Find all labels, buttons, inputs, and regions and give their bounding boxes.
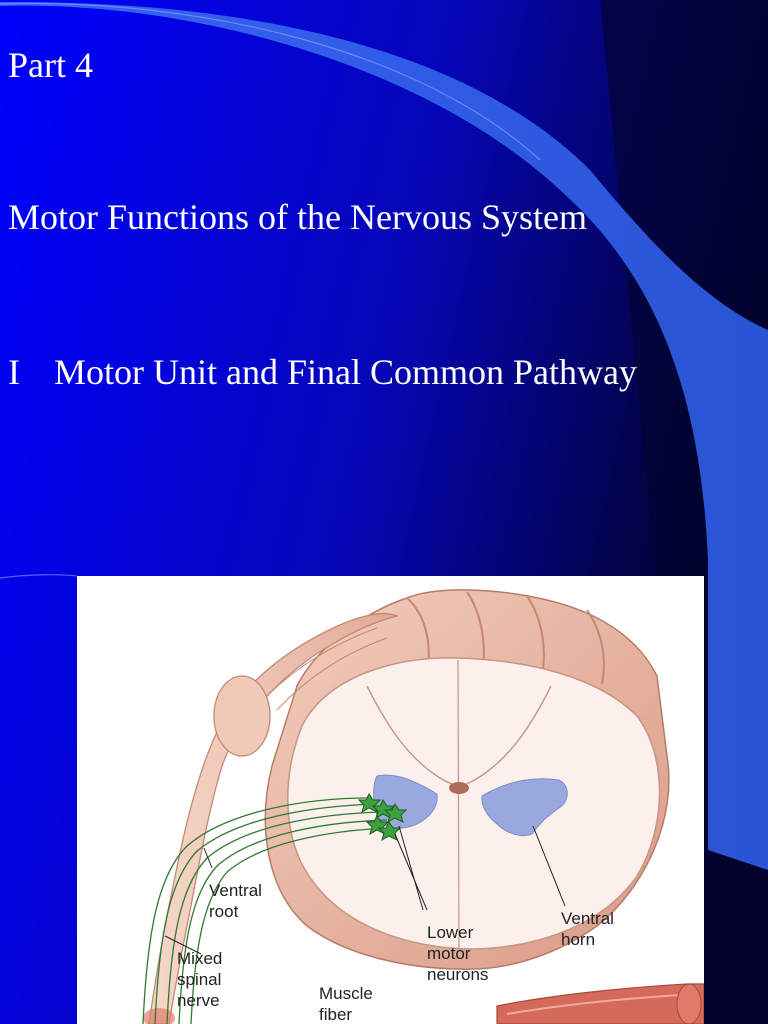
spinal-cord-illustration: [142, 589, 704, 1024]
motor-axons: [142, 797, 392, 1024]
slide-title: Motor Functions of the Nervous System: [8, 197, 587, 237]
spinal-cord: [264, 589, 670, 970]
label-mixed-spinal-nerve: Mixed spinal nerve: [177, 949, 223, 1010]
muscle-fiber: [496, 983, 704, 1024]
part-label: Part 4: [8, 45, 93, 85]
section-heading: I Motor Unit and Final Common Pathway: [8, 352, 637, 392]
label-ventral-horn: Ventral horn: [561, 909, 614, 949]
section-heading-text: Motor Unit and Final Common Pathway: [54, 352, 637, 392]
lower-motor-neurons: [357, 793, 408, 842]
spinal-cord-figure: Ventral root Mixed spinal nerve Muscle f…: [77, 576, 704, 1024]
ventral-horn-right: [481, 778, 568, 837]
nerve-roots: [143, 613, 400, 1024]
section-number: I: [8, 352, 20, 392]
label-ventral-root: Ventral root: [209, 881, 262, 921]
label-leader-lines: [164, 825, 566, 955]
label-muscle-fiber: Muscle fiber: [319, 984, 373, 1024]
label-lower-motor-neurons: Lower motor neurons: [427, 923, 489, 984]
